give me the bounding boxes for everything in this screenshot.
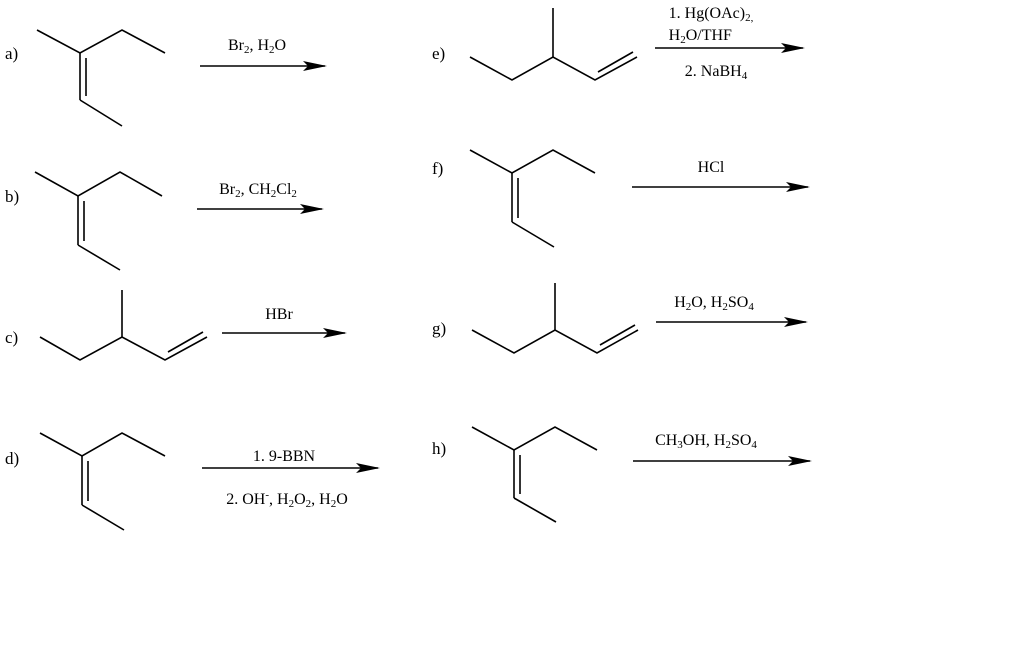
reagent-text: 1. 9-BBN — [252, 448, 316, 465]
reagent-text: 1. Hg(OAc) — [668, 5, 746, 22]
molecule-3-methyl-2-pentene-h — [471, 426, 598, 523]
reagent-text: 2 — [235, 188, 241, 200]
reagent-line: HBr — [265, 306, 293, 324]
reagents-d-below: 2. OH-, H2O2, H2O — [226, 486, 348, 513]
reagents-h: CH3OH, H2SO4 — [655, 432, 757, 454]
reagent-text: 4 — [748, 301, 754, 313]
reagents-g: H2O, H2SO4 — [674, 294, 754, 316]
molecule-3-methyl-2-pentene-b — [34, 171, 163, 271]
label-b: b) — [5, 187, 20, 206]
reagent-text: 2 — [270, 188, 277, 200]
reagent-text: 2 — [243, 44, 250, 56]
reagents-e-above: 1. Hg(OAc)2,H2O/THF — [669, 5, 754, 49]
reagent-line: 2. NaBH4 — [685, 63, 747, 85]
reagents-e-below: 2. NaBH4 — [685, 63, 747, 85]
molecule-3-methyl-2-pentene-f — [469, 149, 596, 248]
label-e: e) — [432, 44, 446, 63]
reagent-text: O/THF — [685, 27, 732, 44]
reagent-text: O — [336, 491, 348, 508]
reagent-text: O — [294, 491, 306, 508]
reagent-line: Br2, CH2Cl2 — [219, 181, 297, 203]
reagent-text: 2 — [685, 301, 692, 313]
reagent-text: Br — [227, 37, 244, 54]
reagent-text: , H — [269, 491, 289, 508]
reagent-text: Cl — [276, 181, 292, 198]
reagent-line: CH3OH, H2SO4 — [655, 432, 757, 454]
reagent-line: 2. OH-, H2O2, H2O — [226, 486, 348, 513]
reagent-text: 2 — [725, 439, 731, 451]
reagent-text: 2. OH — [226, 491, 266, 508]
reagent-text: , CH — [240, 181, 271, 198]
reagent-text: 2. NaBH — [684, 63, 742, 80]
reagent-text: H — [674, 294, 686, 311]
reagent-line: H2O, H2SO4 — [674, 294, 754, 316]
reagents-d-above: 1. 9-BBN — [253, 448, 315, 466]
reagents-b: Br2, CH2Cl2 — [219, 181, 297, 203]
reagent-text: HBr — [265, 306, 293, 323]
reagent-text: OH, H — [682, 432, 726, 449]
molecule-3-methyl-1-pentene-e — [469, 8, 638, 81]
reagent-text: 3 — [677, 439, 683, 451]
reagent-text: 2 — [722, 301, 728, 313]
reagent-text: O — [274, 37, 287, 54]
reagent-text: 2 — [288, 498, 295, 510]
molecule-3-methyl-1-pentene-g — [471, 283, 639, 354]
reagents-c: HBr — [265, 306, 293, 324]
reagent-text: Br — [219, 181, 236, 198]
reagent-text: SO — [730, 432, 752, 449]
reagent-text: 2, — [745, 12, 754, 24]
reagent-text: H — [668, 27, 681, 44]
reagent-line: 1. 9-BBN — [253, 448, 315, 466]
reagent-text: 2 — [680, 34, 686, 46]
label-f: f) — [432, 159, 444, 178]
label-c: c) — [5, 328, 19, 347]
reagent-text: 2 — [330, 498, 337, 510]
reagent-line: HCl — [698, 159, 725, 177]
molecule-3-methyl-1-pentene-c — [39, 290, 208, 361]
reagent-text: CH — [655, 432, 678, 449]
label-g: g) — [432, 319, 447, 338]
reagent-text: 4 — [751, 439, 757, 451]
reagent-text: , H — [249, 37, 269, 54]
reagent-line: Br2, H2O — [228, 37, 286, 59]
reagent-line: 1. Hg(OAc)2, — [669, 5, 754, 27]
reagents-a: Br2, H2O — [228, 37, 286, 59]
reagent-text: O, H — [691, 294, 723, 311]
label-d: d) — [5, 449, 20, 468]
reagents-f: HCl — [698, 159, 725, 177]
molecule-3-methyl-2-pentene-d — [39, 432, 166, 531]
reagent-text: 2 — [269, 44, 275, 56]
reagent-text: SO — [727, 294, 749, 311]
reagent-line: H2O/THF — [669, 27, 754, 49]
reagent-text: 2 — [305, 498, 312, 510]
label-a: a) — [5, 44, 19, 63]
label-h: h) — [432, 439, 447, 458]
reagent-text: , H — [311, 491, 331, 508]
molecule-3-methyl-2-pentene-a — [36, 29, 166, 127]
reagent-text: 4 — [741, 70, 748, 82]
reagent-text: 2 — [291, 188, 297, 200]
reagent-text: - — [265, 489, 270, 501]
reagent-text: HCl — [697, 159, 725, 176]
